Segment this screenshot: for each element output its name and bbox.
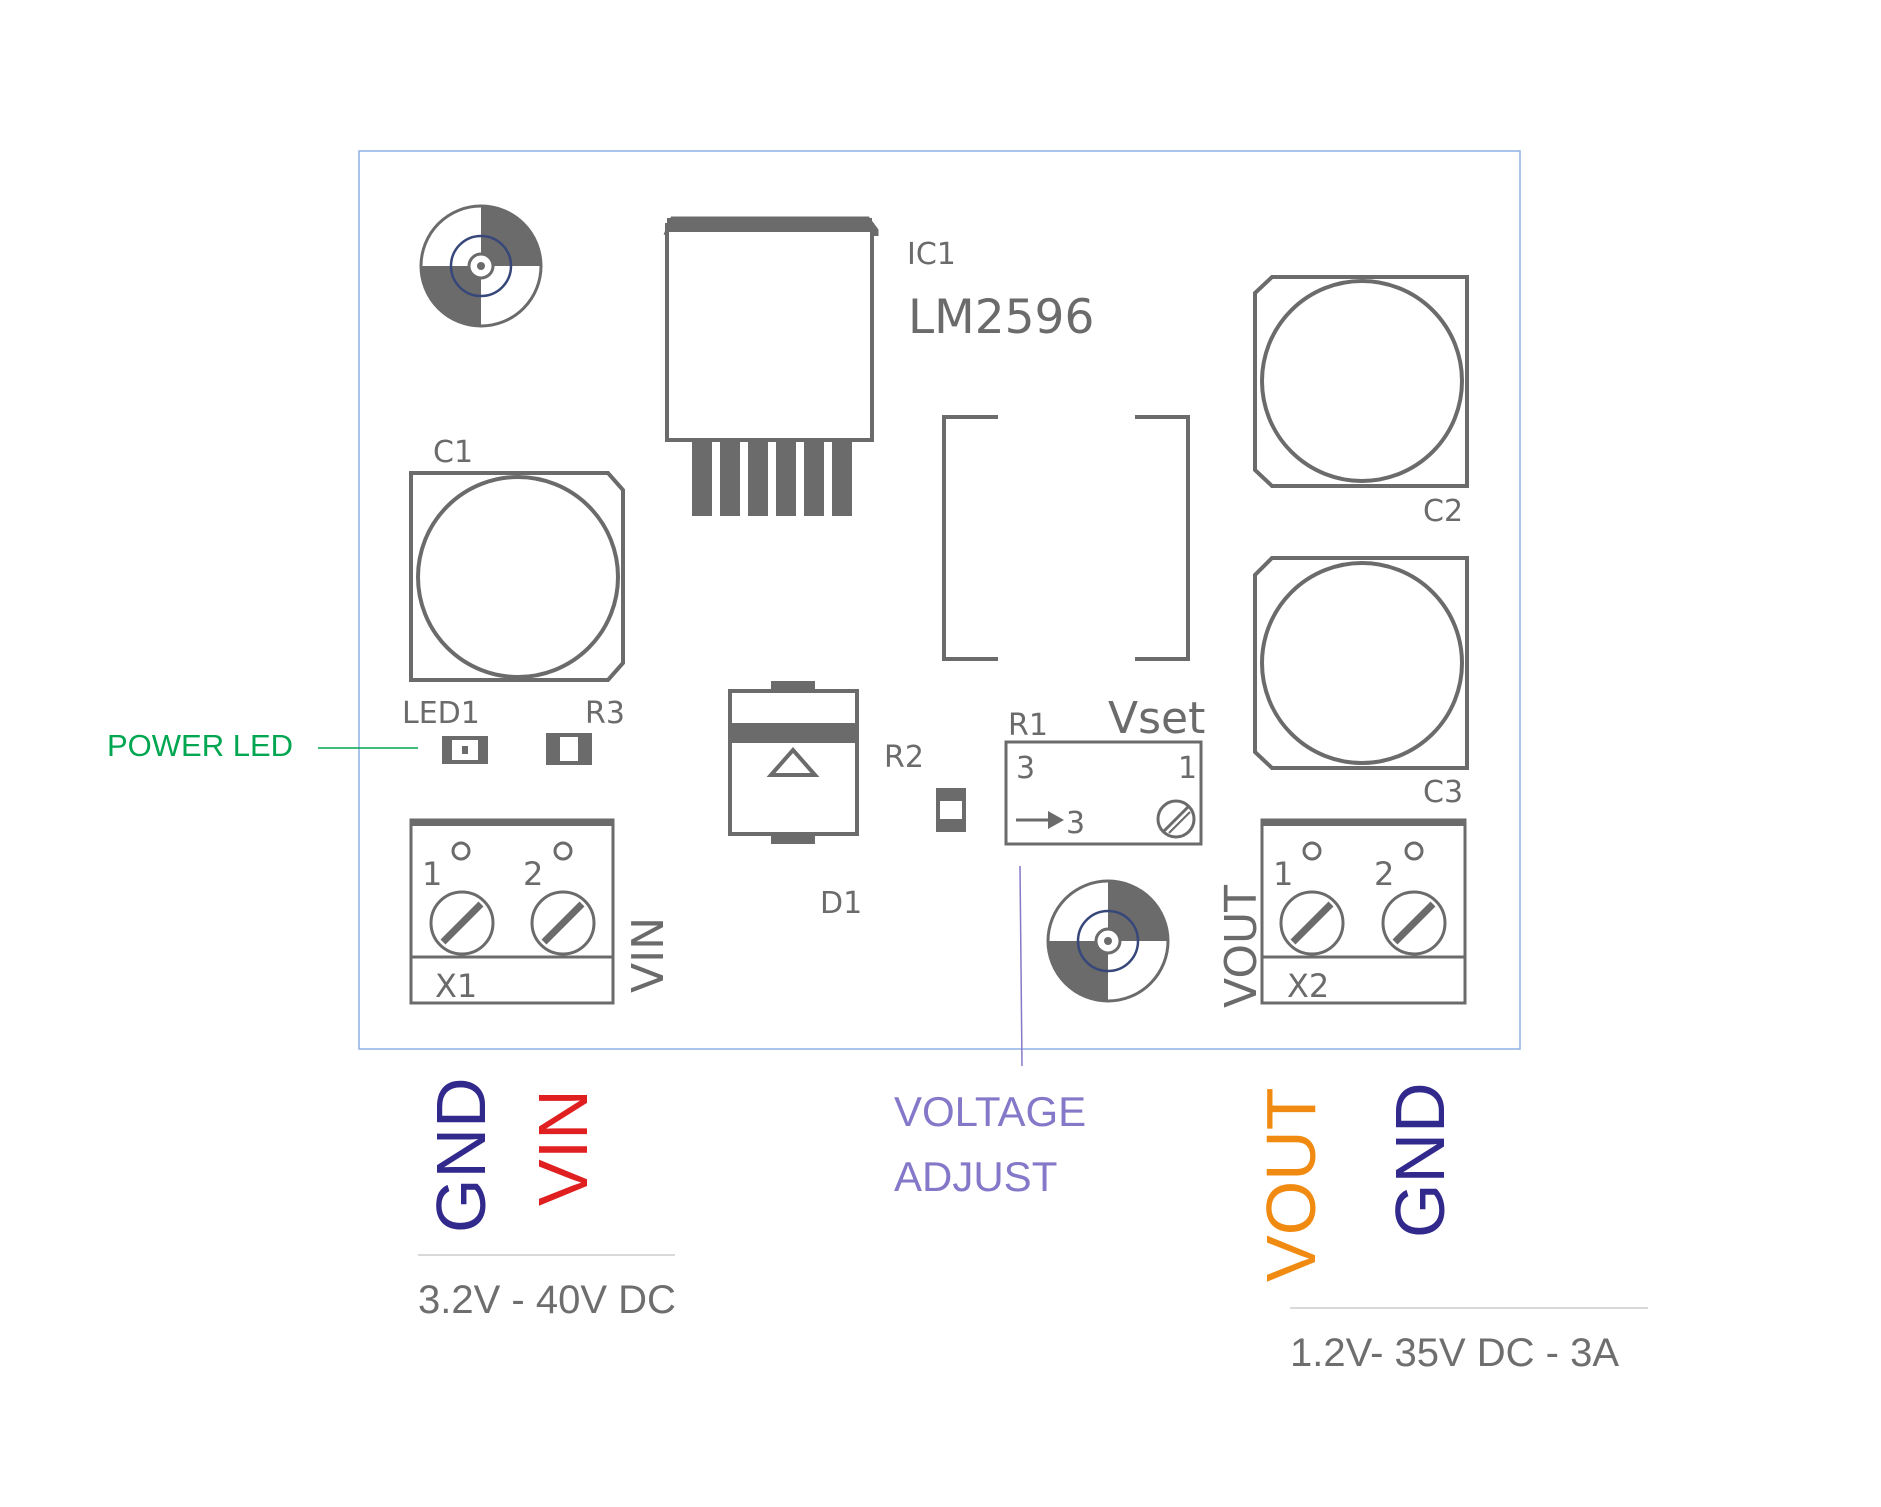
output-gnd-label: GND: [1381, 1082, 1459, 1238]
x1-ref-label: X1: [435, 967, 477, 1005]
d1-footprint: [728, 681, 859, 844]
r3-footprint: [546, 733, 592, 765]
c2-footprint: [1253, 275, 1469, 488]
voltage-adjust-annotation: VOLTAGE: [894, 1088, 1086, 1135]
x2-pin1-label: 1: [1273, 855, 1293, 893]
r1-wiper-label: 3: [1066, 806, 1085, 841]
x1-vin-label: VIN: [623, 917, 674, 993]
r1-label: R1: [1008, 708, 1048, 743]
r2-label: R2: [884, 740, 924, 775]
x2-pin2-label: 2: [1374, 855, 1394, 893]
screw-terminal-icon: [530, 890, 596, 956]
x2-ref-label: X2: [1287, 967, 1329, 1005]
x1-pin2-label: 2: [523, 855, 543, 893]
c3-footprint: [1253, 556, 1469, 770]
ic1-footprint: [663, 216, 879, 516]
inductor-footprint: [942, 415, 1190, 661]
input-voltage-range: 3.2V - 40V DC: [418, 1278, 676, 1322]
c1-footprint: [409, 471, 625, 682]
output-vout-label: VOUT: [1252, 1088, 1330, 1282]
mounting-hole-icon: [419, 204, 543, 328]
x2-vout-label: VOUT: [1216, 885, 1267, 1008]
vset-label: Vset: [1108, 693, 1205, 744]
output-voltage-range: 1.2V- 35V DC - 3A: [1290, 1331, 1619, 1375]
input-gnd-label: GND: [422, 1077, 500, 1233]
input-vin-label: VIN: [524, 1089, 602, 1206]
c2-label: C2: [1423, 494, 1463, 529]
x1-pin1-label: 1: [422, 855, 442, 893]
r1-pin3-label: 3: [1016, 751, 1035, 786]
ic1-ref-label: IC1: [907, 237, 956, 272]
screw-terminal-icon: [429, 890, 495, 956]
board-outline: [358, 150, 1521, 1050]
voltage-adjust-annotation-line2: ADJUST: [894, 1153, 1057, 1200]
d1-label: D1: [820, 886, 862, 921]
ic1-part-label: LM2596: [908, 290, 1094, 345]
screw-terminal-icon: [1279, 890, 1345, 956]
voltage-adjust-leader: [1019, 865, 1023, 1067]
power-led-annotation: POWER LED: [107, 728, 293, 763]
led1-footprint: [442, 736, 488, 764]
r1-pin1-label: 1: [1178, 751, 1197, 786]
c3-label: C3: [1423, 775, 1463, 810]
r3-label: R3: [585, 696, 625, 731]
mounting-hole-icon: [1046, 879, 1170, 1003]
trimmer-screw-icon: [1156, 799, 1196, 839]
c1-label: C1: [433, 435, 473, 470]
screw-terminal-icon: [1381, 890, 1447, 956]
led1-label: LED1: [402, 696, 480, 731]
r2-footprint: [936, 788, 966, 832]
